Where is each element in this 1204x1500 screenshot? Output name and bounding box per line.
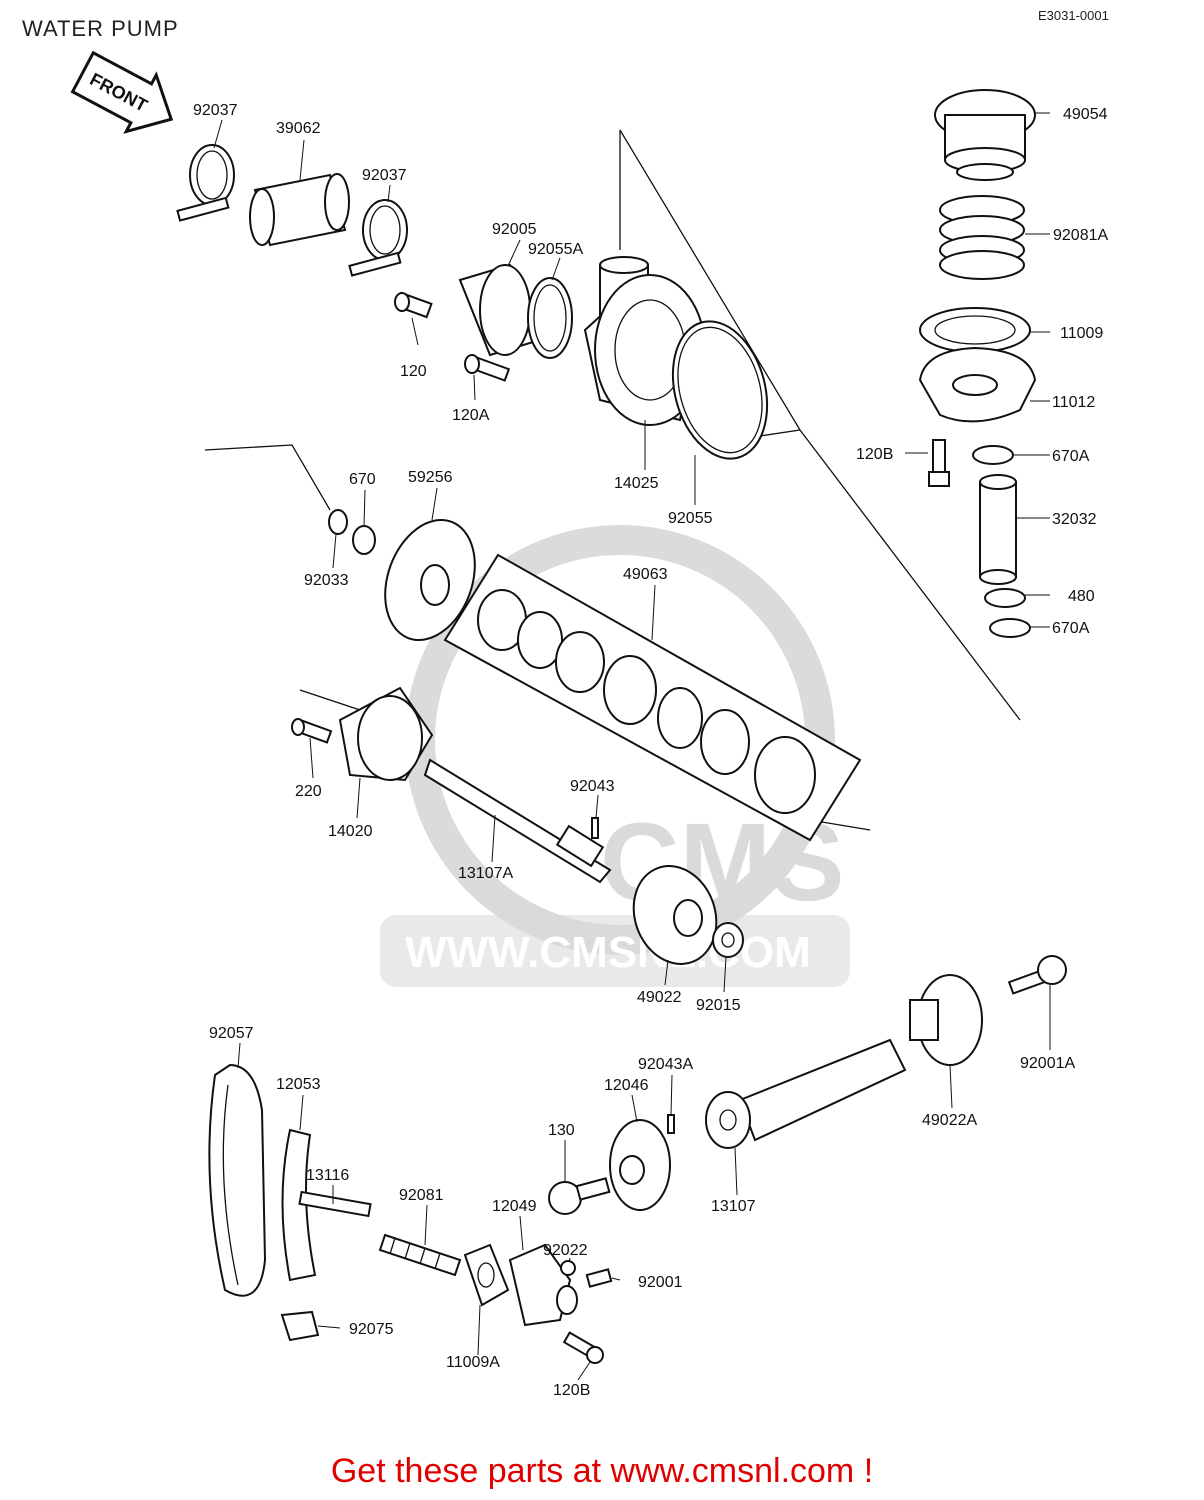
label-92075: 92075 bbox=[349, 1321, 394, 1338]
seal-kit-49063 bbox=[443, 553, 862, 842]
washer-670 bbox=[352, 525, 376, 555]
label-92037-right: 92037 bbox=[362, 167, 407, 184]
label-49022: 49022 bbox=[637, 989, 682, 1006]
assembly-lines bbox=[204, 129, 1021, 831]
label-39062: 39062 bbox=[276, 120, 321, 137]
o-ring-92055A bbox=[527, 277, 573, 359]
hose-clamp-92037-left bbox=[176, 144, 235, 222]
o-ring-670A-bottom bbox=[989, 618, 1031, 638]
bolt-120A bbox=[464, 354, 511, 382]
label-92022: 92022 bbox=[543, 1242, 588, 1259]
diagram-code: E3031-0001 bbox=[1038, 8, 1109, 23]
pin-92043 bbox=[591, 817, 599, 839]
clip-92075 bbox=[280, 1310, 320, 1342]
label-49054: 49054 bbox=[1063, 106, 1108, 123]
pipe-32032 bbox=[979, 474, 1017, 585]
label-92055A: 92055A bbox=[528, 241, 583, 258]
label-12046: 12046 bbox=[604, 1077, 649, 1094]
label-49063: 49063 bbox=[623, 566, 668, 583]
label-670A-bottom: 670A bbox=[1052, 620, 1090, 637]
label-11009: 11009 bbox=[1060, 325, 1103, 342]
label-480: 480 bbox=[1068, 588, 1095, 605]
bolt-120B-top bbox=[928, 439, 950, 487]
spring-92081 bbox=[378, 1233, 462, 1277]
footer-link[interactable]: Get these parts at www.cmsnl.com ! bbox=[330, 1452, 874, 1490]
label-49022A: 49022A bbox=[922, 1112, 977, 1129]
pin-92043A bbox=[667, 1114, 675, 1134]
label-92033: 92033 bbox=[304, 572, 349, 589]
bevel-gear-49022 bbox=[632, 865, 718, 965]
shaft-13107 bbox=[705, 1038, 907, 1149]
cover-14020 bbox=[338, 686, 434, 782]
washer-92022 bbox=[560, 1260, 576, 1276]
label-220: 220 bbox=[295, 783, 322, 800]
label-92055: 92055 bbox=[668, 510, 713, 527]
bevel-gear-49022A bbox=[909, 974, 983, 1066]
label-13107A: 13107A bbox=[458, 865, 513, 882]
guide-12053 bbox=[281, 1128, 317, 1282]
page-title: WATER PUMP bbox=[22, 16, 179, 41]
bolt-130 bbox=[548, 1177, 611, 1215]
plug-92001 bbox=[585, 1268, 613, 1288]
impeller-59256 bbox=[384, 518, 476, 642]
bolt-92001A bbox=[1007, 955, 1067, 995]
label-13107: 13107 bbox=[711, 1198, 756, 1215]
label-92081A: 92081A bbox=[1053, 227, 1108, 244]
shaft-13107A bbox=[423, 758, 612, 884]
label-11012: 11012 bbox=[1052, 394, 1095, 411]
label-120B-top: 120B bbox=[856, 446, 893, 463]
label-92001A: 92001A bbox=[1020, 1055, 1075, 1072]
label-130: 130 bbox=[548, 1122, 575, 1139]
hose-39062 bbox=[249, 173, 350, 247]
label-14020: 14020 bbox=[328, 823, 373, 840]
circlip-480 bbox=[984, 588, 1026, 608]
label-92043A: 92043A bbox=[638, 1056, 693, 1073]
nut-92015 bbox=[712, 922, 744, 958]
label-92005: 92005 bbox=[492, 221, 537, 238]
label-120B-bottom: 120B bbox=[553, 1382, 590, 1399]
label-120: 120 bbox=[400, 363, 427, 380]
label-120A: 120A bbox=[452, 407, 490, 424]
label-13116: 13116 bbox=[306, 1167, 349, 1184]
bolt-120 bbox=[394, 291, 433, 319]
o-ring-670A-top bbox=[972, 445, 1014, 465]
label-92015: 92015 bbox=[696, 997, 741, 1014]
housing-11012 bbox=[918, 346, 1037, 423]
thermostat-cap-49054 bbox=[934, 89, 1036, 181]
label-11009A: 11009A bbox=[446, 1354, 500, 1371]
sprocket-12046 bbox=[609, 1119, 671, 1211]
hose-clamp-92037-right bbox=[348, 199, 408, 277]
gasket-11009A bbox=[463, 1243, 510, 1307]
watermark-url: WWW.CMSNL.COM bbox=[405, 928, 811, 977]
front-arrow: FRONT bbox=[70, 50, 174, 134]
spring-92081A bbox=[939, 195, 1025, 280]
label-92043: 92043 bbox=[570, 778, 615, 795]
bolt-120B-bottom bbox=[562, 1331, 604, 1364]
label-92001: 92001 bbox=[638, 1274, 683, 1291]
label-670: 670 bbox=[349, 471, 376, 488]
label-92081: 92081 bbox=[399, 1187, 444, 1204]
label-670A-top: 670A bbox=[1052, 448, 1090, 465]
tensioner-12049 bbox=[508, 1243, 578, 1327]
label-92037-left: 92037 bbox=[193, 102, 238, 119]
part-labels: 92037 39062 92037 92005 92055A 120 120A … bbox=[193, 102, 1108, 1399]
pin-13116 bbox=[298, 1190, 372, 1218]
nut-92033 bbox=[328, 509, 348, 535]
label-12053: 12053 bbox=[276, 1076, 321, 1093]
o-ring-92055 bbox=[671, 320, 769, 460]
bolt-220 bbox=[291, 718, 333, 744]
label-14025: 14025 bbox=[614, 475, 659, 492]
leader-lines bbox=[213, 112, 1051, 1381]
parts-diagram: CMS WWW.CMSNL.COM FRONT bbox=[70, 50, 1108, 1399]
label-59256: 59256 bbox=[408, 469, 453, 486]
label-32032: 32032 bbox=[1052, 511, 1097, 528]
gasket-11009 bbox=[919, 307, 1031, 353]
label-12049: 12049 bbox=[492, 1198, 537, 1215]
chain-92057 bbox=[208, 1063, 267, 1297]
label-92057: 92057 bbox=[209, 1025, 254, 1042]
